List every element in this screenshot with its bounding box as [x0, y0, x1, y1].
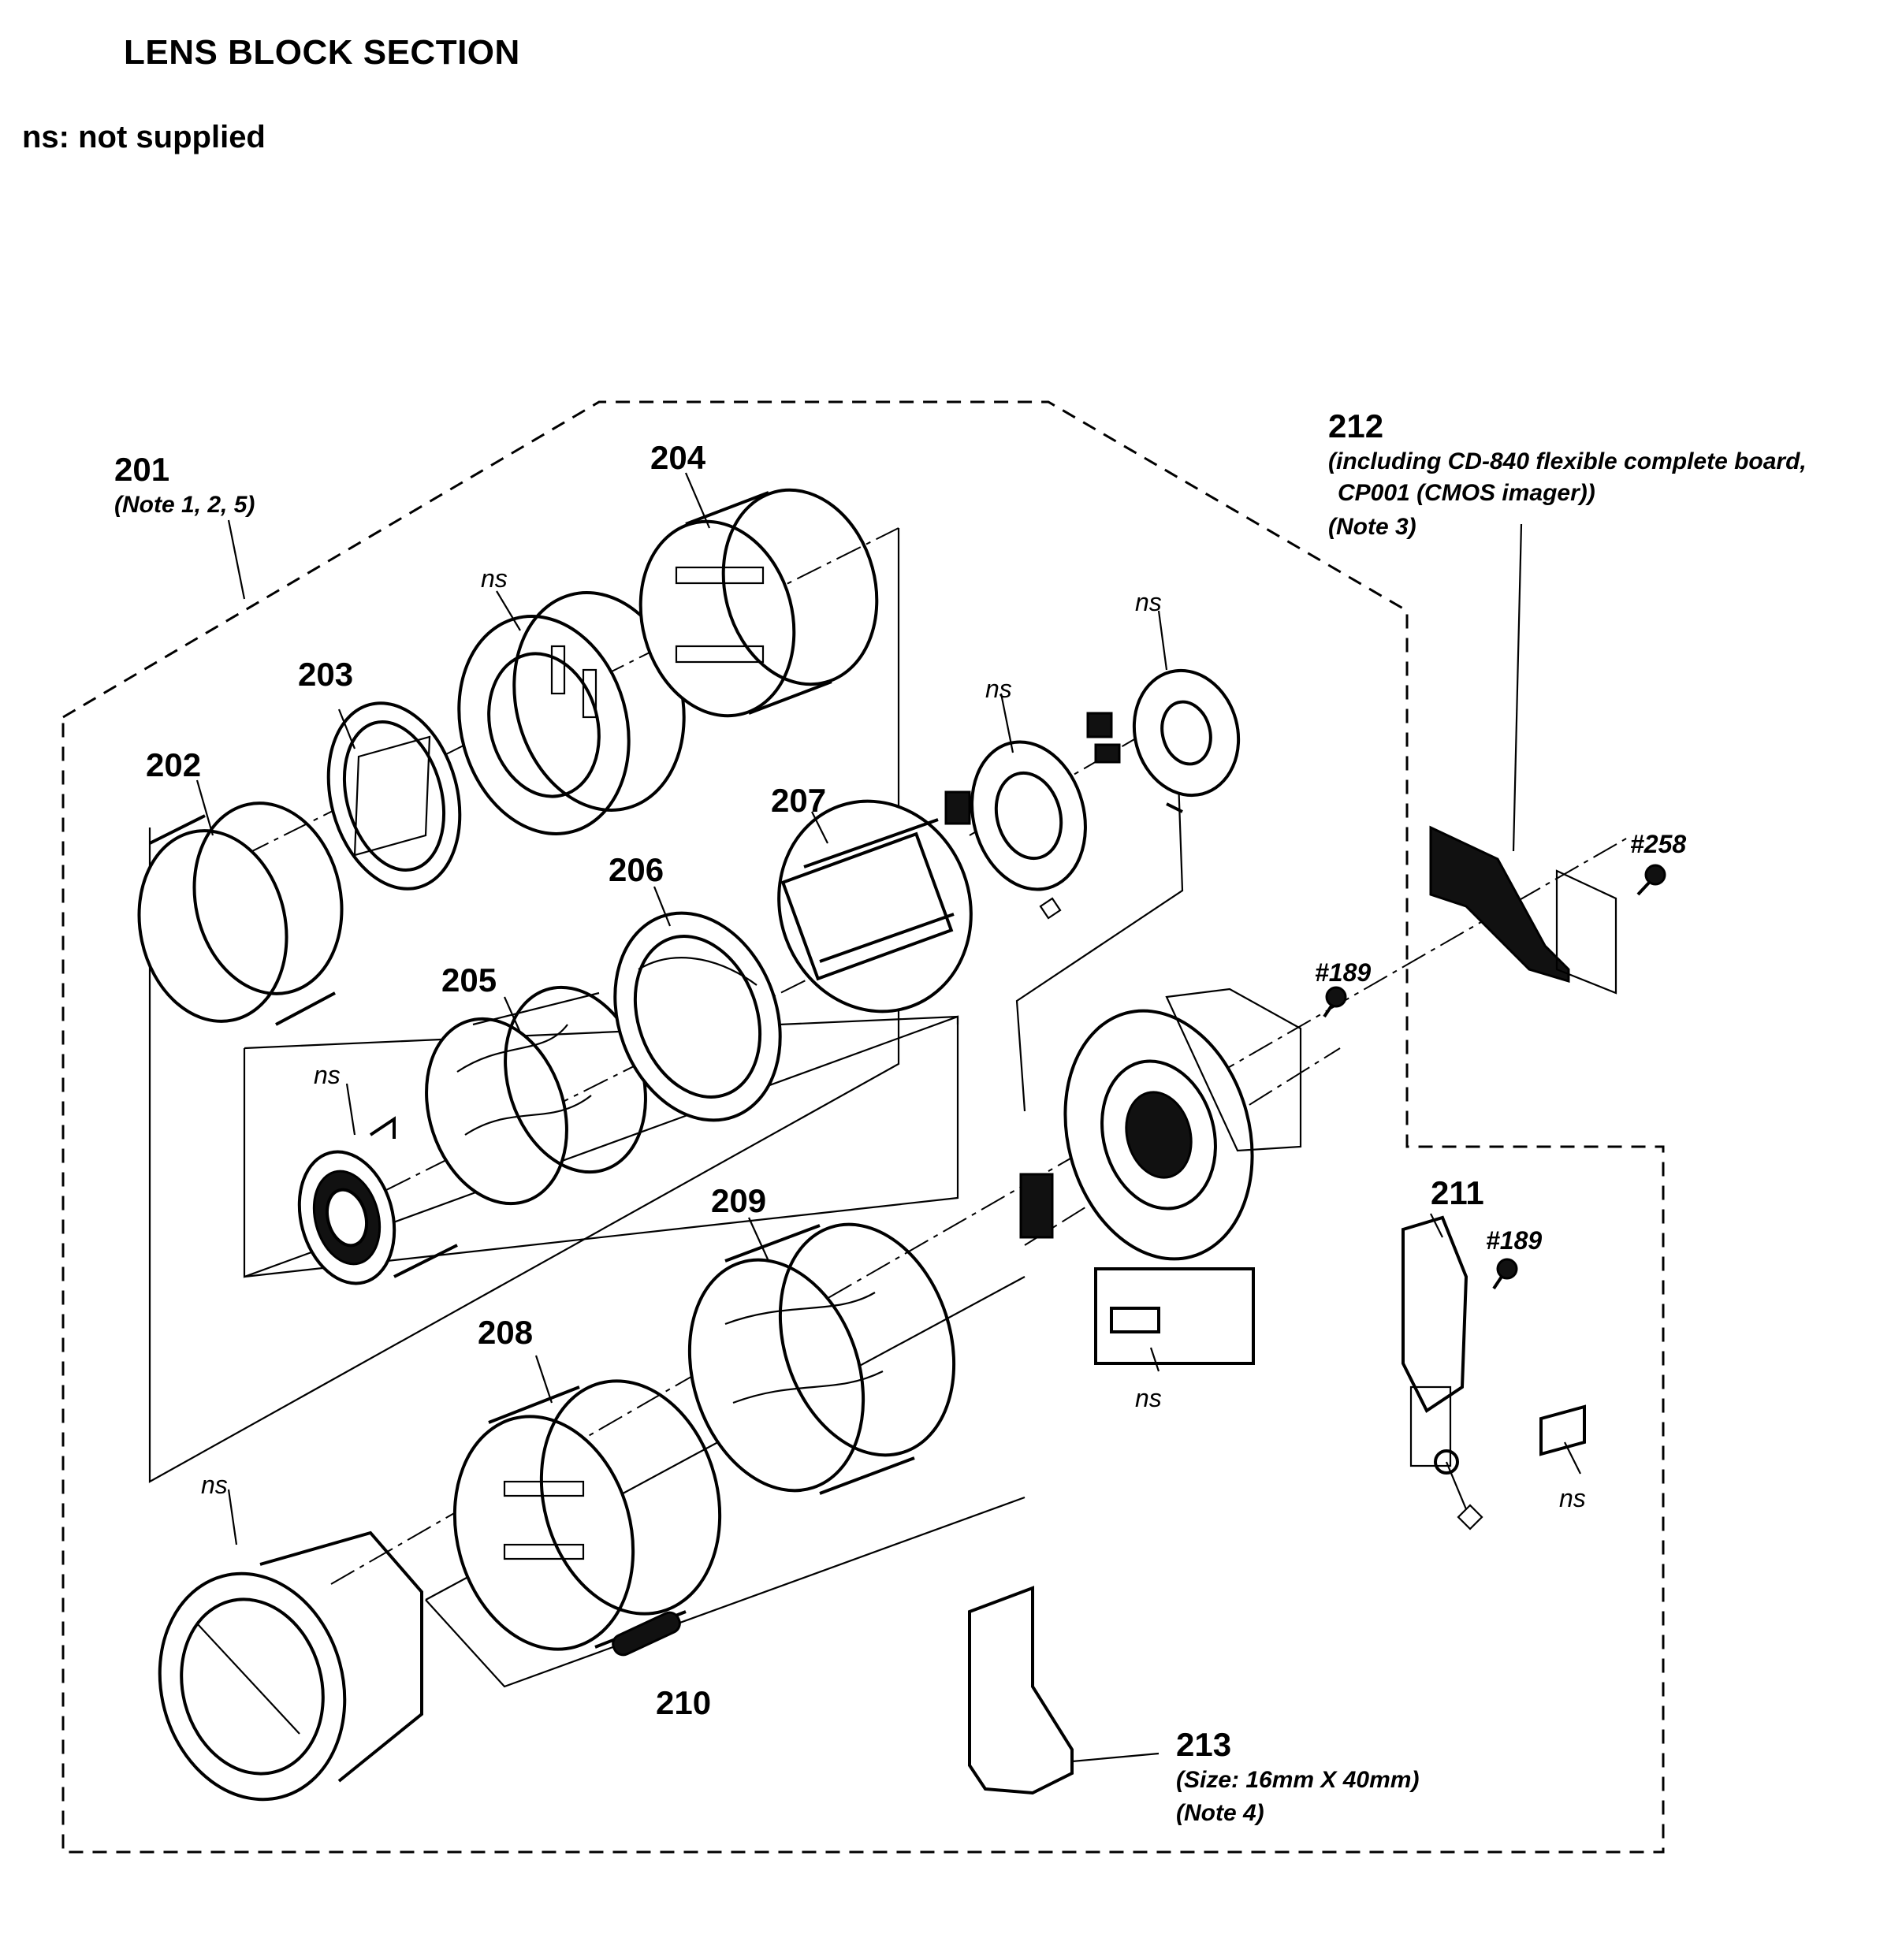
- assembly-201-outline: [61, 400, 1665, 1854]
- part-209-barrel: [687, 1222, 956, 1495]
- screw-189a-icon: [1323, 986, 1347, 1018]
- leader-lines: [195, 472, 1443, 1545]
- ns-label-shutter: ns: [985, 675, 1012, 703]
- part-210-spring: [612, 1611, 681, 1657]
- part-204-barrel: [638, 488, 879, 718]
- label-202: 202: [146, 746, 201, 783]
- part-ns-holder-middle: [297, 1116, 458, 1285]
- label-201: 201: [114, 451, 169, 488]
- label-207: 207: [771, 782, 826, 819]
- part-ns-clip: [1539, 1404, 1586, 1475]
- part-211-bracket: [1401, 1215, 1483, 1530]
- part-ns-shutter: [944, 740, 1087, 920]
- part-205-cam: [425, 985, 647, 1206]
- label-screw-258: #258: [1630, 830, 1686, 858]
- note-212-line3: (Note 3): [1328, 514, 1416, 540]
- part-206-ring: [613, 911, 782, 1122]
- ns-label-clip: ns: [1559, 1484, 1586, 1512]
- page-title: LENS BLOCK SECTION: [124, 33, 520, 72]
- note-212-line1: (including CD-840 flexible complete boar…: [1328, 448, 1807, 474]
- part-ns-lens-base: [1019, 987, 1302, 1365]
- note-213-line2: (Note 4): [1176, 1800, 1264, 1826]
- screw-189b-icon: [1492, 1258, 1518, 1290]
- ns-label-front-barrel: ns: [201, 1471, 228, 1499]
- optical-axes: [204, 527, 1632, 1585]
- part-213-sheet: [968, 1586, 1160, 1795]
- part-212-cmos-board: [1429, 523, 1617, 995]
- label-208: 208: [478, 1314, 533, 1351]
- note-213-line1: (Size: 16mm X 40mm): [1176, 1767, 1419, 1793]
- label-screw-189a: #189: [1315, 958, 1371, 987]
- part-207-iris: [777, 799, 973, 1013]
- ns-label-holder-middle: ns: [314, 1061, 341, 1089]
- ns-label-holder-upper: ns: [481, 564, 508, 593]
- part-208-barrel: [452, 1379, 722, 1651]
- label-212: 212: [1328, 407, 1383, 444]
- part-202-ring: [137, 801, 344, 1026]
- part-ns-front-barrel: [158, 1530, 423, 1802]
- label-203: 203: [298, 656, 353, 693]
- label-209: 209: [711, 1182, 766, 1219]
- label-210: 210: [656, 1684, 711, 1721]
- screw-258-icon: [1636, 864, 1666, 896]
- label-211: 211: [1431, 1174, 1484, 1211]
- label-204: 204: [650, 439, 706, 476]
- note-212-line2: CP001 (CMOS imager)): [1338, 480, 1595, 506]
- label-213: 213: [1176, 1726, 1231, 1763]
- ns-label-lens-base: ns: [1135, 1384, 1162, 1412]
- bracket-lines: [148, 528, 1184, 1688]
- label-screw-189b: #189: [1486, 1226, 1542, 1255]
- note-201: (Note 1, 2, 5): [114, 492, 255, 518]
- label-206: 206: [609, 851, 664, 888]
- legend-ns: ns: not supplied: [22, 120, 266, 154]
- label-205: 205: [441, 961, 497, 999]
- part-203-filter: [326, 701, 462, 891]
- part-ns-motor-plate: [1086, 668, 1241, 813]
- ns-label-motor-plate: ns: [1135, 588, 1162, 616]
